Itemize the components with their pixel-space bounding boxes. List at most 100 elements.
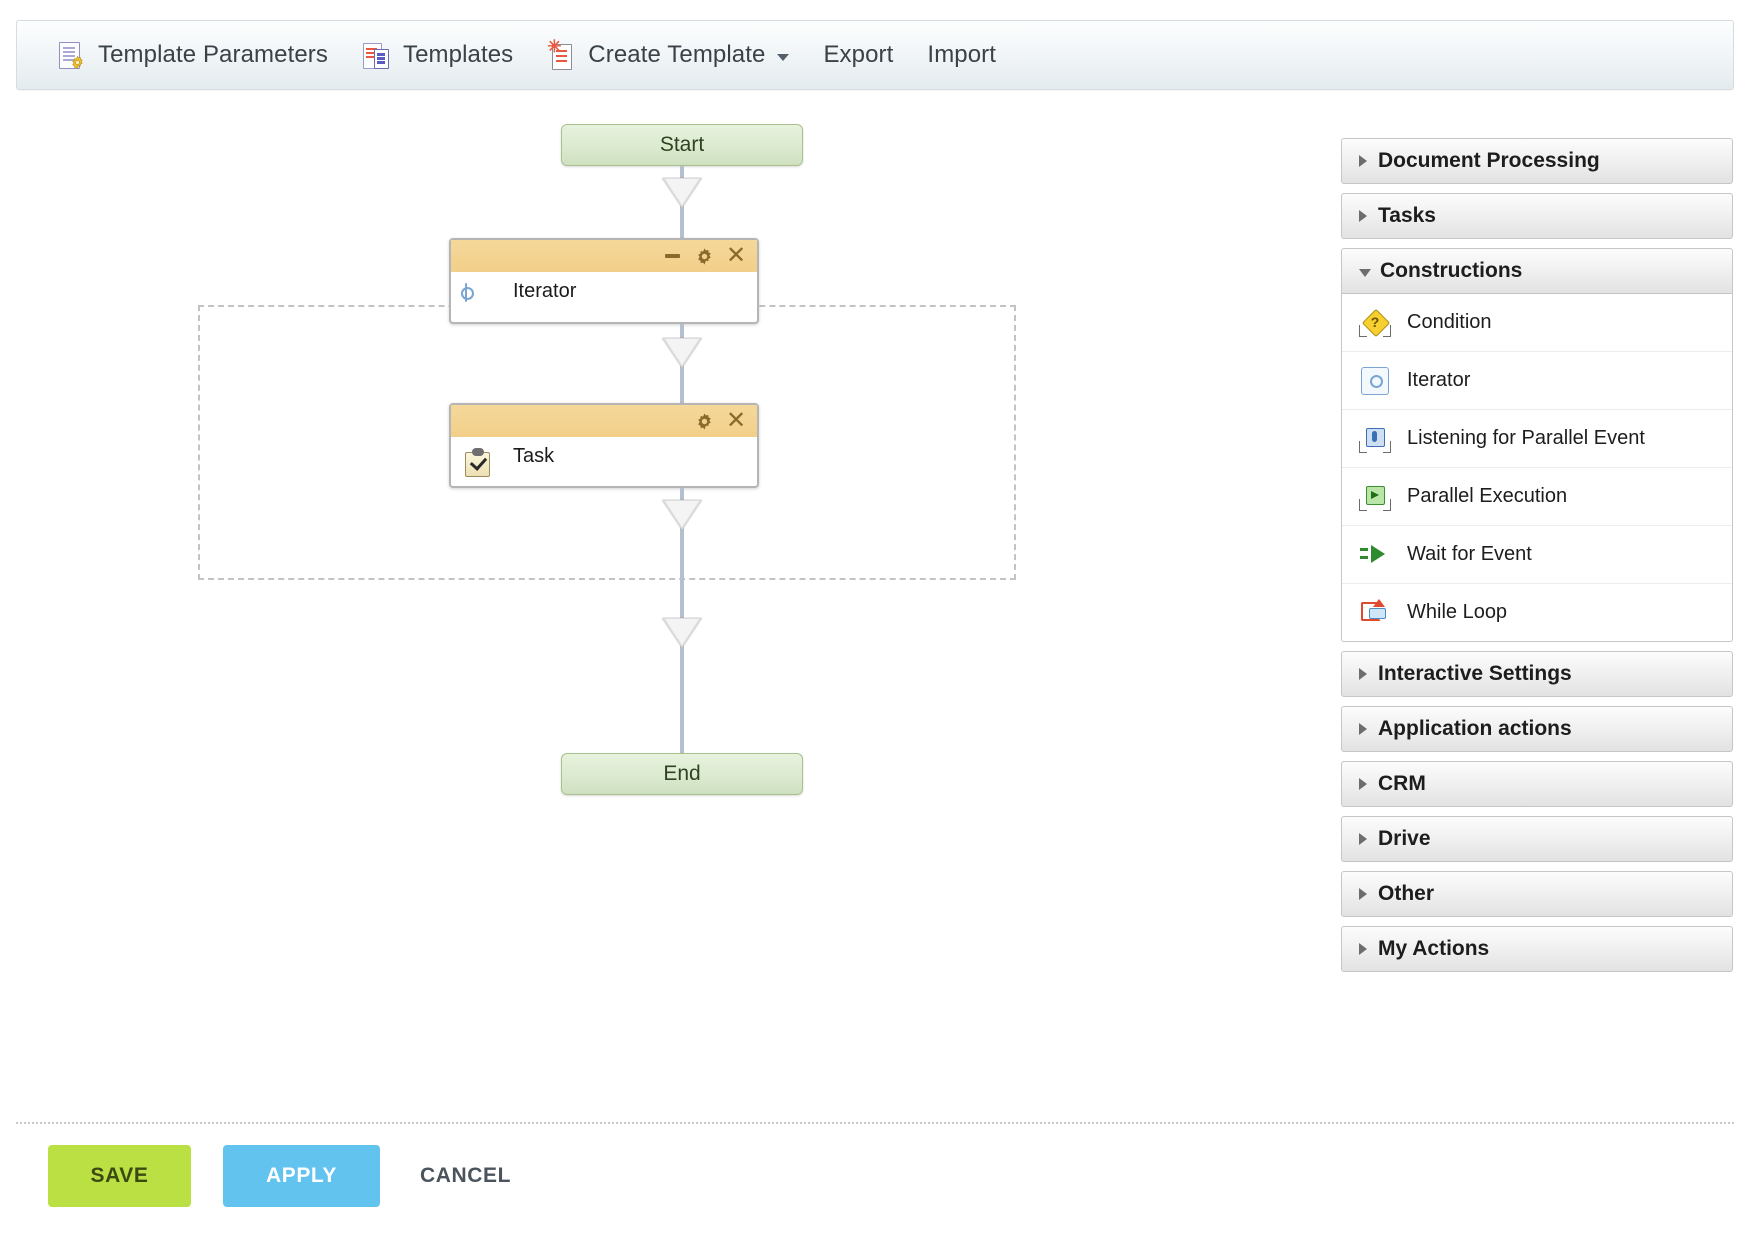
palette-section-interactive-settings: Interactive Settings xyxy=(1341,651,1733,697)
iterator-icon xyxy=(465,283,495,314)
palette-section-header[interactable]: CRM xyxy=(1341,761,1733,807)
palette-section-header[interactable]: Interactive Settings xyxy=(1341,651,1733,697)
footer-divider xyxy=(16,1122,1734,1124)
palette-item-label: Condition xyxy=(1407,311,1492,333)
toolbar-item-label: Templates xyxy=(403,41,514,68)
palette-item-label: Wait for Event xyxy=(1407,543,1532,565)
palette-item-label: While Loop xyxy=(1407,601,1508,623)
chevron-right-icon xyxy=(1359,888,1367,900)
task-node[interactable]: ✕ Task xyxy=(449,403,759,488)
toolbar-item-label: Create Template xyxy=(588,41,766,68)
gear-icon[interactable] xyxy=(693,410,715,432)
chevron-right-icon xyxy=(1359,668,1367,680)
task-node-body: Task xyxy=(451,437,757,486)
task-node-title: Task xyxy=(513,445,555,467)
iterator-node-body: Iterator xyxy=(451,272,757,322)
toolbar-item-label: Template Parameters xyxy=(98,41,328,68)
iterator-node[interactable]: ✕ Iterator xyxy=(449,238,759,324)
arrow-start-iterator xyxy=(662,178,702,208)
palette-section-application-actions: Application actions xyxy=(1341,706,1733,752)
listening-parallel-event-icon xyxy=(1359,424,1391,454)
toolbar-item-create-template[interactable]: ✳ Create Template xyxy=(547,21,790,89)
toolbar-item-import[interactable]: Import xyxy=(927,21,996,89)
toolbar-item-label: Import xyxy=(927,41,997,68)
toolbar-item-templates[interactable]: Templates xyxy=(362,21,513,89)
chevron-right-icon xyxy=(1359,155,1367,167)
iterator-node-title: Iterator xyxy=(513,280,577,302)
toolbar-item-template-parameters[interactable]: Template Parameters xyxy=(57,21,328,89)
palette-item-parallel-execution[interactable]: Parallel Execution xyxy=(1342,467,1732,525)
document-gear-icon xyxy=(57,40,85,70)
palette-section-label: Other xyxy=(1378,882,1435,905)
palette-section-header[interactable]: Other xyxy=(1341,871,1733,917)
palette-section-constructions: Constructions ? Condition Iterator xyxy=(1341,248,1733,642)
palette-section-document-processing: Document Processing xyxy=(1341,138,1733,184)
main-toolbar: Template Parameters Templates ✳ Create T… xyxy=(16,20,1734,90)
palette-item-condition[interactable]: ? Condition xyxy=(1342,294,1732,351)
palette-item-label: Listening for Parallel Event xyxy=(1407,427,1645,449)
palette-section-label: Application actions xyxy=(1378,717,1572,740)
palette-section-body: ? Condition Iterator Listening for Paral… xyxy=(1341,294,1733,642)
palette-section-label: Tasks xyxy=(1378,204,1436,227)
palette-section-label: Drive xyxy=(1378,827,1431,850)
palette-item-wait-for-event[interactable]: Wait for Event xyxy=(1342,525,1732,583)
palette-section-my-actions: My Actions xyxy=(1341,926,1733,972)
start-node[interactable]: Start xyxy=(561,124,803,166)
palette-section-drive: Drive xyxy=(1341,816,1733,862)
gear-icon xyxy=(72,55,83,70)
palette-section-header[interactable]: Application actions xyxy=(1341,706,1733,752)
clipboard-check-icon xyxy=(465,448,495,478)
palette-section-label: Interactive Settings xyxy=(1378,662,1572,685)
palette-section-crm: CRM xyxy=(1341,761,1733,807)
task-node-header[interactable]: ✕ xyxy=(451,405,757,437)
palette-item-while-loop[interactable]: While Loop xyxy=(1342,583,1732,641)
palette-section-header[interactable]: Document Processing xyxy=(1341,138,1733,184)
arrow-iterator-task xyxy=(662,338,702,368)
palette-section-header[interactable]: Constructions xyxy=(1341,248,1733,294)
condition-diamond-icon: ? xyxy=(1359,308,1391,338)
toolbar-item-label: Export xyxy=(823,41,894,68)
templates-icon xyxy=(362,40,390,70)
wait-for-event-icon xyxy=(1359,540,1391,570)
iterator-icon xyxy=(1359,366,1391,396)
palette-section-label: My Actions xyxy=(1378,937,1490,960)
palette-section-label: Constructions xyxy=(1380,259,1523,282)
workflow-canvas[interactable]: Start ✕ Iterator xyxy=(0,100,1330,1100)
close-icon[interactable]: ✕ xyxy=(725,242,747,269)
palette-item-label: Parallel Execution xyxy=(1407,485,1568,507)
save-button[interactable]: SAVE xyxy=(48,1145,191,1207)
chevron-right-icon xyxy=(1359,210,1367,222)
create-template-icon: ✳ xyxy=(547,38,575,70)
chevron-right-icon xyxy=(1359,833,1367,845)
palette-section-header[interactable]: Drive xyxy=(1341,816,1733,862)
arrow-scope-end xyxy=(662,618,702,648)
chevron-right-icon xyxy=(1359,778,1367,790)
parallel-execution-icon xyxy=(1359,482,1391,512)
palette-panel: Document Processing Tasks Constructions … xyxy=(1341,138,1733,981)
connector-start-iterator xyxy=(680,166,684,251)
palette-section-label: Document Processing xyxy=(1378,149,1600,172)
close-icon[interactable]: ✕ xyxy=(725,407,747,434)
end-node[interactable]: End xyxy=(561,753,803,795)
palette-item-listening-for-parallel-event[interactable]: Listening for Parallel Event xyxy=(1342,409,1732,467)
chevron-right-icon xyxy=(1359,943,1367,955)
palette-section-label: CRM xyxy=(1378,772,1426,795)
start-node-label: Start xyxy=(659,133,705,156)
palette-section-header[interactable]: My Actions xyxy=(1341,926,1733,972)
toolbar-item-export[interactable]: Export xyxy=(823,21,893,89)
iterator-node-header[interactable]: ✕ xyxy=(451,240,757,272)
chevron-down-icon[interactable] xyxy=(777,53,790,61)
gear-icon[interactable] xyxy=(693,245,715,267)
minimize-icon[interactable] xyxy=(661,245,683,267)
end-node-label: End xyxy=(663,762,701,785)
palette-section-header[interactable]: Tasks xyxy=(1341,193,1733,239)
chevron-down-icon xyxy=(1359,268,1371,277)
apply-button[interactable]: APPLY xyxy=(223,1145,380,1207)
palette-section-tasks: Tasks xyxy=(1341,193,1733,239)
while-loop-icon xyxy=(1359,598,1391,628)
chevron-right-icon xyxy=(1359,723,1367,735)
cancel-button[interactable]: CANCEL xyxy=(414,1145,517,1207)
footer-actions: SAVE APPLY CANCEL xyxy=(0,1145,1750,1207)
palette-item-iterator[interactable]: Iterator xyxy=(1342,351,1732,409)
palette-section-other: Other xyxy=(1341,871,1733,917)
